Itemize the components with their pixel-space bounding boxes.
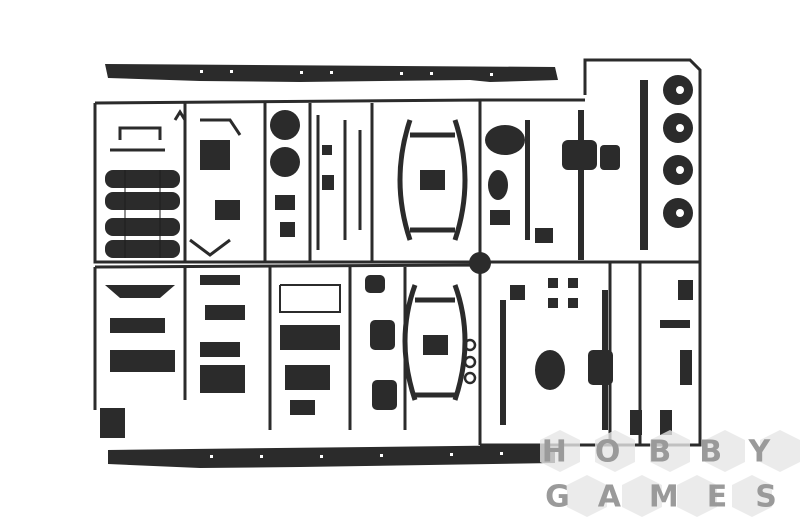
crossmembers-left: [100, 285, 175, 438]
chassis-rail-bottom: [108, 445, 555, 468]
wheel-hubs: [663, 75, 693, 228]
brackets-right: [630, 280, 693, 435]
differential-upper: [562, 80, 648, 260]
crossmembers-center-left: [200, 275, 245, 393]
brake-drums: [270, 110, 300, 237]
watermark-line-2: GAMES: [545, 480, 800, 515]
exhaust-parts: [365, 275, 397, 410]
fuel-tanks: [105, 170, 180, 258]
chassis-rail-top: [105, 64, 558, 82]
sprue-gate: [469, 252, 491, 274]
axle-frame-lower: [402, 284, 468, 401]
watermark-line-1: HOBBY: [542, 435, 798, 470]
axle-frame-upper: [397, 119, 468, 241]
small-parts-mid: [316, 115, 362, 250]
small-parts-top-left: [110, 109, 242, 152]
axle-housing-lower: [500, 278, 613, 430]
watermark-tiles: [540, 430, 800, 517]
axle-housing-upper: [485, 120, 553, 243]
cab-floor-parts: [280, 325, 340, 415]
